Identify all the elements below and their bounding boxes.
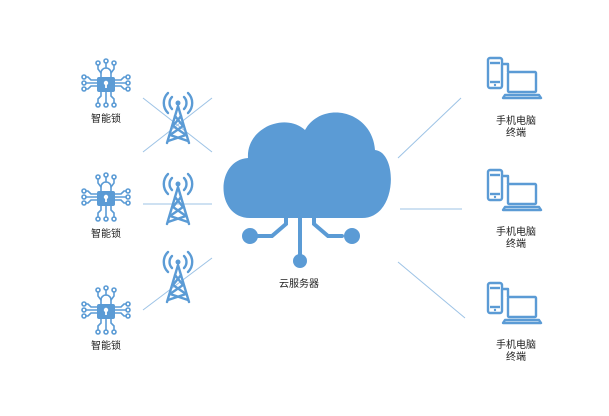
connection-line [142, 257, 213, 311]
connection-line [397, 97, 462, 159]
signal-tower-icon [162, 250, 194, 304]
signal-tower-icon [162, 172, 194, 226]
device-label: 手机电脑终端 [496, 340, 536, 363]
connection-line [142, 97, 213, 153]
device-label: 手机电脑终端 [496, 227, 536, 250]
phone-laptop-icon [486, 56, 543, 100]
lock-label: 智能锁 [91, 114, 121, 125]
device-label: 手机电脑终端 [496, 116, 536, 139]
connection-line [397, 261, 466, 319]
smart-lock-icon [81, 285, 131, 335]
lock-label: 智能锁 [91, 229, 121, 240]
cloud-server-icon [223, 112, 391, 268]
connection-lines [142, 97, 466, 319]
server-label: 云服务器 [279, 279, 319, 290]
lock-label: 智能锁 [91, 341, 121, 352]
smart-lock-icon [81, 58, 131, 108]
phone-laptop-icon [486, 281, 543, 325]
phone-laptop-icon [486, 168, 543, 212]
smart-lock-icon [81, 172, 131, 222]
